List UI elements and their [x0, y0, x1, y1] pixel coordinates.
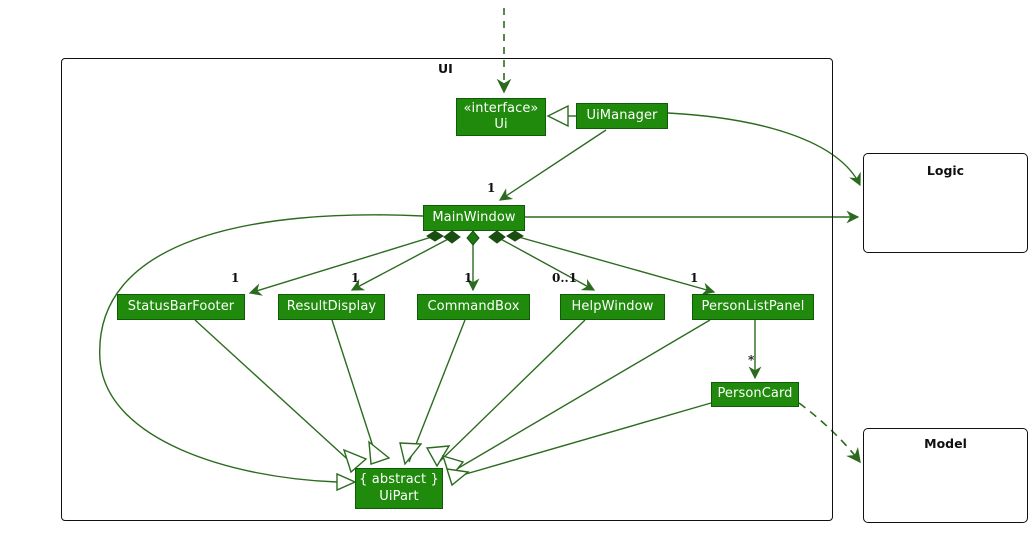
- class-status-bar-footer[interactable]: StatusBarFooter: [117, 294, 245, 320]
- external-package-model-title: Model: [924, 436, 967, 451]
- class-ui-part-name: UiPart: [379, 488, 419, 504]
- multiplicity-mainwindow-resultdisplay: 1: [351, 271, 360, 285]
- class-help-window[interactable]: HelpWindow: [560, 294, 665, 320]
- package-frame-ui: [61, 58, 833, 521]
- edge-mainwindow-to-resultdisplay: [350, 230, 461, 291]
- class-command-box-name: CommandBox: [427, 298, 520, 314]
- edge-mainwindow-to-statusbarfooter: [248, 230, 444, 296]
- multiplicity-uimanager-mainwindow: 1: [487, 181, 496, 195]
- edge-statusbarfooter-to-uipart: [194, 319, 368, 474]
- external-package-logic-title: Logic: [926, 163, 965, 178]
- multiplicity-mainwindow-statusbarfooter: 1: [231, 271, 240, 285]
- edge-personcard-to-uipart: [446, 402, 712, 487]
- edge-mainwindow-to-uipart: [99, 214, 424, 492]
- edge-mainwindow-to-personlistpanel: [506, 230, 716, 296]
- class-ui-part-stereotype: { abstract }: [359, 472, 439, 488]
- class-person-card-name: PersonCard: [717, 386, 793, 402]
- edge-resultdisplay-to-uipart: [331, 319, 391, 465]
- external-package-logic: [863, 153, 1028, 253]
- class-ui-interface[interactable]: «interface» Ui: [456, 98, 546, 136]
- class-result-display-name: ResultDisplay: [286, 298, 377, 314]
- package-title-ui: UI: [432, 61, 459, 76]
- multiplicity-mainwindow-personlistpanel: 1: [690, 271, 699, 285]
- edge-uimanager-to-mainwindow: [498, 129, 607, 201]
- class-person-card[interactable]: PersonCard: [711, 382, 799, 407]
- class-ui-part[interactable]: { abstract } UiPart: [355, 468, 443, 509]
- edge-uimanager-to-logic: [667, 112, 861, 187]
- class-command-box[interactable]: CommandBox: [417, 294, 530, 320]
- multiplicity-mainwindow-helpwindow: 0..1: [552, 271, 578, 285]
- edge-uimanager-realizes-ui: [546, 104, 576, 128]
- class-ui-stereotype: «interface»: [463, 100, 539, 116]
- class-ui-manager-name: UiManager: [586, 107, 658, 123]
- class-main-window[interactable]: MainWindow: [423, 205, 525, 231]
- class-ui-manager[interactable]: UiManager: [576, 103, 668, 129]
- edge-commandbox-to-uipart: [399, 319, 466, 466]
- edge-mainwindow-to-helpwindow: [488, 230, 596, 291]
- external-package-model: [863, 428, 1028, 523]
- class-ui-name: Ui: [494, 117, 508, 132]
- multiplicity-personlistpanel-personcard: *: [748, 353, 755, 367]
- class-person-list-panel[interactable]: PersonListPanel: [692, 294, 814, 320]
- class-status-bar-footer-name: StatusBarFooter: [127, 298, 235, 314]
- multiplicity-mainwindow-commandbox: 1: [464, 271, 473, 285]
- class-person-list-panel-name: PersonListPanel: [701, 298, 805, 314]
- edge-mainwindow-to-commandbox: [466, 230, 480, 292]
- class-main-window-name: MainWindow: [432, 209, 516, 225]
- class-result-display[interactable]: ResultDisplay: [278, 294, 385, 320]
- class-help-window-name: HelpWindow: [571, 298, 654, 314]
